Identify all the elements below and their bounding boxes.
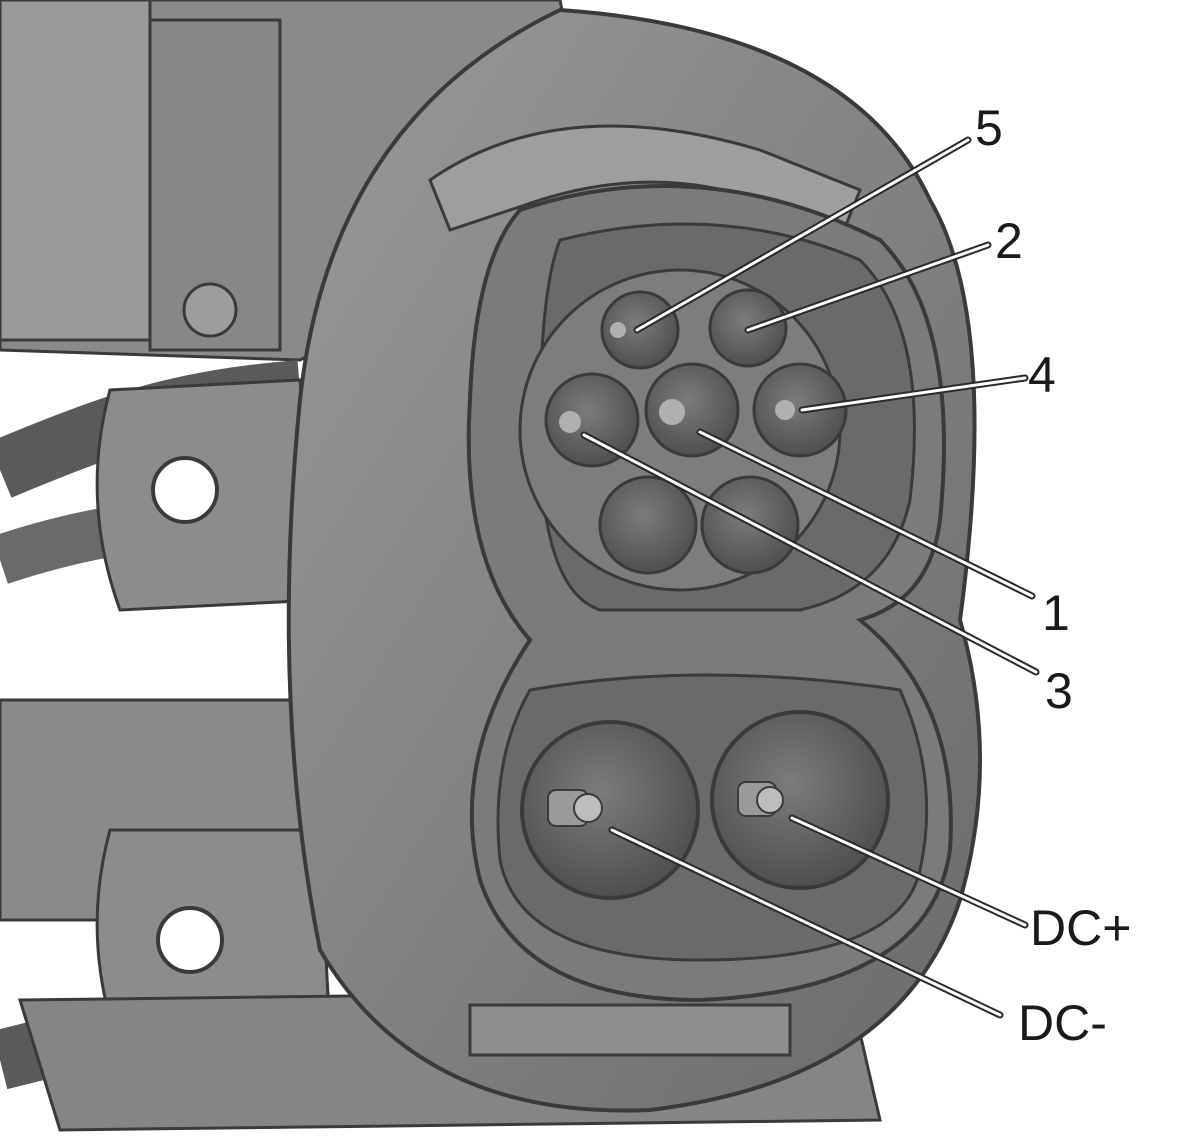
- pin-3-socket: [544, 372, 640, 468]
- pin-1-socket: [644, 362, 740, 458]
- label-pin-3: 3: [1045, 663, 1073, 719]
- label-pin-2: 2: [995, 213, 1023, 269]
- upper-inlet: [518, 222, 916, 612]
- latch: [468, 1003, 792, 1057]
- label-pin-1: 1: [1042, 585, 1070, 641]
- leader-lines: [580, 136, 1040, 1019]
- dc-inlet: [496, 673, 929, 962]
- label-dc-minus: DC-: [1018, 995, 1107, 1051]
- dc-minus-socket: [520, 720, 700, 900]
- label-pin-5: 5: [975, 100, 1003, 156]
- housing-background: [0, 0, 882, 1132]
- label-dc-plus: DC+: [1030, 900, 1131, 956]
- callout-labels: 5 2 4 1 3 DC+ DC-: [975, 100, 1131, 1051]
- label-pin-4: 4: [1028, 347, 1056, 403]
